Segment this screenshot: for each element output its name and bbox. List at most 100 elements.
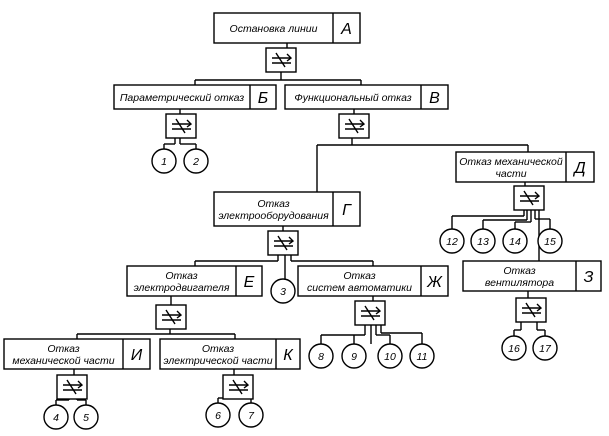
gate-k (222, 374, 254, 400)
gate-slash (165, 309, 176, 325)
event-label: Параметрический отказ (120, 92, 244, 104)
gate-z (515, 297, 547, 323)
gate-zh (354, 300, 386, 326)
event-label: Функциональный отказ (294, 92, 411, 104)
gate-arrowhead (359, 119, 366, 128)
basic-event-label: 5 (83, 412, 89, 424)
basic-event-circle (43, 404, 69, 430)
basic-event-label: 14 (509, 236, 521, 248)
gate-slash (364, 305, 375, 321)
basic-event-circle (270, 278, 296, 304)
gate-a (265, 47, 297, 73)
basic-event-5: 5 (73, 404, 99, 430)
gate-arrowhead (536, 303, 543, 312)
basic-event-1: 1 (151, 148, 177, 174)
gate-slash (277, 235, 288, 251)
gate-g (267, 230, 299, 256)
basic-event-circle (537, 228, 563, 254)
basic-event-12: 12 (439, 228, 465, 254)
basic-event-2: 2 (183, 148, 209, 174)
event-letter: Е (244, 274, 255, 291)
basic-event-label: 17 (539, 343, 552, 355)
basic-event-circle (73, 404, 99, 430)
event-letter: А (340, 21, 352, 38)
gate-slash (232, 379, 243, 395)
basic-event-8: 8 (308, 343, 334, 369)
basic-event-label: 1 (161, 156, 167, 168)
gate-v (338, 113, 370, 139)
gate-arrowhead (176, 310, 183, 319)
basic-event-circle (409, 343, 435, 369)
gate-b (165, 113, 197, 139)
basic-event-4: 4 (43, 404, 69, 430)
gate-slash (348, 118, 359, 134)
event-label: систем автоматики (307, 282, 412, 294)
gate-slash (525, 302, 536, 318)
event-frame (455, 151, 595, 183)
gate-arrowhead (243, 380, 250, 389)
basic-event-15: 15 (537, 228, 563, 254)
event-label: Отказ (165, 270, 197, 282)
event-label: электрической части (163, 355, 272, 367)
basic-event-label: 12 (446, 236, 458, 248)
basic-event-label: 6 (215, 410, 221, 422)
event-label: электрооборудования (218, 210, 329, 222)
basic-event-circle (439, 228, 465, 254)
basic-event-label: 4 (53, 412, 59, 424)
basic-event-label: 3 (280, 286, 286, 298)
basic-event-circle (532, 335, 558, 361)
gate-arrowhead (186, 119, 193, 128)
event-letter: В (429, 90, 440, 107)
event-label: части (495, 168, 526, 180)
event-frame (213, 191, 361, 227)
basic-event-label: 7 (248, 410, 255, 422)
basic-event-circle (502, 228, 528, 254)
event-label: Отказ (47, 343, 79, 355)
gate-d (513, 185, 545, 211)
basic-event-3: 3 (270, 278, 296, 304)
event-label: вентилятора (485, 277, 554, 289)
gate-arrowhead (77, 380, 84, 389)
basic-event-circle (238, 402, 264, 428)
gate-slash (66, 379, 77, 395)
gate-arrowhead (288, 236, 295, 245)
gate-slash (523, 190, 534, 206)
gate-arrowhead (375, 306, 382, 315)
event-label: механической части (12, 355, 114, 367)
event-label: Отказ (257, 198, 289, 210)
basic-event-13: 13 (470, 228, 496, 254)
event-letter: Г (342, 202, 352, 219)
gate-i (56, 374, 88, 400)
basic-event-6: 6 (205, 402, 231, 428)
basic-event-10: 10 (377, 343, 403, 369)
event-label: Отказ (202, 343, 234, 355)
gate-e (155, 304, 187, 330)
event-label: электродвигателя (134, 282, 230, 294)
basic-event-circle (205, 402, 231, 428)
event-letter: К (283, 347, 294, 364)
event-frame (297, 265, 449, 297)
event-letter: Ж (426, 274, 443, 291)
event-frame (213, 12, 361, 44)
basic-event-circle (308, 343, 334, 369)
basic-event-label: 16 (508, 343, 520, 355)
basic-event-label: 11 (417, 351, 428, 363)
basic-event-circle (151, 148, 177, 174)
basic-event-circle (470, 228, 496, 254)
gate-slash (275, 52, 286, 68)
gate-arrowhead (286, 53, 293, 62)
basic-event-circle (501, 335, 527, 361)
basic-event-circle (377, 343, 403, 369)
basic-event-17: 17 (532, 335, 558, 361)
